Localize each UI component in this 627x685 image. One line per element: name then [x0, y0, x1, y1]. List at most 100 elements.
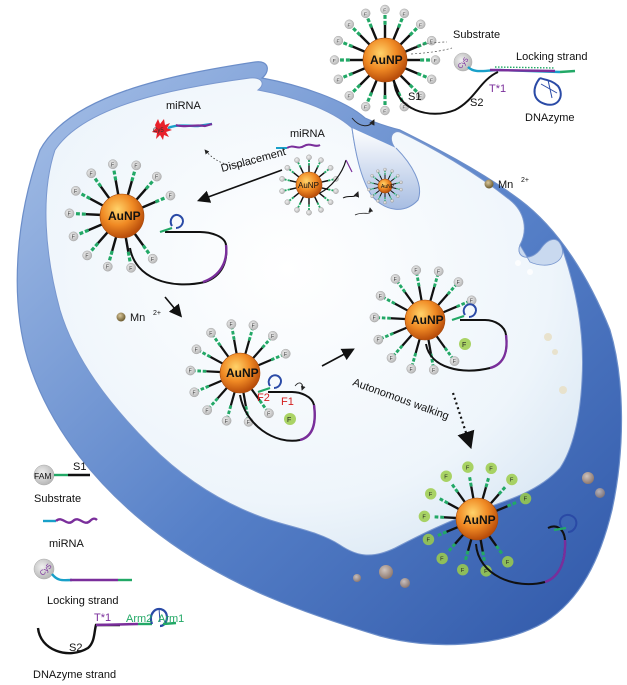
fam-quencher — [191, 344, 202, 355]
fam-quencher — [189, 387, 200, 398]
substrate-spoke — [313, 196, 319, 203]
fam-quencher — [390, 274, 401, 284]
substrate-spoke-tip — [107, 250, 114, 263]
fam-label: F — [74, 189, 77, 195]
dnazyme-label-top: DNAzyme — [525, 112, 575, 124]
substrate-spoke — [387, 192, 391, 197]
substrate-spoke — [250, 388, 261, 402]
fam-quencher — [376, 199, 380, 203]
released-fam — [422, 533, 435, 546]
fam-quencher — [390, 169, 394, 173]
dnazyme-loop-top — [533, 77, 562, 106]
substrate-spoke — [390, 317, 406, 321]
substrate-spoke — [141, 200, 156, 209]
fam-quencher — [333, 74, 344, 85]
substrate-spoke-tip — [382, 331, 394, 340]
substrate-spoke-tip — [372, 192, 377, 196]
fam-quencher — [71, 186, 81, 196]
aunp-label-pocket: AuNP — [381, 184, 395, 190]
substrate-spoke — [429, 286, 436, 302]
substrate-spoke — [289, 179, 297, 183]
released-fam — [418, 510, 431, 523]
fam-quencher — [264, 408, 274, 419]
substrate-spoke-tip — [393, 192, 398, 196]
release-dotted-arrow — [204, 149, 256, 167]
fam-quencher — [449, 356, 460, 366]
released-fam — [485, 462, 497, 475]
fam-quencher — [453, 277, 464, 287]
aunp-label-top: AuNP — [370, 53, 403, 67]
substrate-spoke-tip — [481, 551, 486, 562]
substrate-spoke — [133, 233, 145, 247]
gold-core — [455, 497, 499, 541]
fam-label: F — [403, 105, 406, 111]
substrate-spoke — [379, 192, 383, 197]
legend-dnazyme-strand-label: DNAzyme strand — [33, 669, 116, 681]
substrate-spoke — [490, 493, 500, 505]
substrate-spoke-tip — [395, 187, 400, 190]
uptake-arrow — [351, 117, 375, 127]
fam-quencher — [396, 194, 400, 198]
fam-quencher — [102, 261, 113, 272]
fam-label: F — [89, 171, 92, 177]
substrate-spoke — [229, 391, 236, 406]
substrate-spoke-tip — [432, 275, 439, 288]
fam-quencher — [426, 74, 437, 85]
fam-quencher — [165, 190, 176, 201]
substrate-spoke-tip — [230, 328, 236, 341]
fam-quencher — [202, 405, 212, 415]
fam-quencher — [327, 199, 334, 206]
fam-quencher — [318, 207, 324, 213]
substrate-spoke-tip — [89, 242, 100, 254]
fam-quencher — [279, 188, 285, 194]
substrate-spoke-tip — [408, 26, 419, 37]
fam-quencher — [344, 19, 354, 29]
substrate-spoke — [219, 344, 230, 358]
legend-substrate: FAM S1 Substrate — [33, 461, 90, 505]
cy5-burst — [152, 119, 172, 140]
s1-label-top: S1 — [408, 91, 421, 103]
fam-quencher — [82, 250, 92, 261]
aunp-label-activated: AuNP — [108, 209, 141, 223]
substrate-spoke — [437, 293, 449, 306]
substrate-spoke — [443, 516, 457, 520]
fam-label: F — [409, 367, 412, 373]
fam-label: F — [390, 356, 393, 362]
fam-quencher — [370, 174, 374, 178]
legend-mirna-label: miRNA — [49, 538, 84, 550]
fam-label: F — [129, 266, 132, 272]
fam-label: F — [72, 235, 75, 241]
substrate-spoke — [391, 182, 397, 185]
substrate-spoke — [479, 539, 484, 552]
substrate-spoke-tip — [327, 178, 334, 182]
released-fam-label: F — [510, 478, 514, 484]
fam-quencher — [411, 265, 422, 275]
mn-sup-right: 2+ — [521, 177, 529, 184]
fam-label: F — [414, 268, 417, 274]
fam-label: F — [379, 294, 382, 300]
substrate-spoke-tip — [323, 196, 330, 202]
fam-label: F — [364, 11, 367, 17]
fam-label: F — [434, 58, 437, 64]
released-fam-label: F — [466, 465, 470, 471]
mn-sup-left: 2+ — [153, 310, 161, 317]
fam-quencher — [318, 157, 324, 163]
fam-label: F — [377, 338, 380, 344]
substrate-spoke-tip — [484, 477, 491, 488]
legend-s1-label: S1 — [73, 461, 86, 473]
substrate-spoke-tip — [497, 485, 507, 496]
aunp-label-cleaving: AuNP — [226, 366, 259, 380]
substrate-spoke — [456, 491, 466, 503]
substrate-spoke-tip — [396, 281, 407, 293]
substrate-spoke — [318, 172, 325, 178]
released-fam — [440, 470, 452, 482]
fam-label: F — [470, 298, 473, 304]
fam-quencher — [369, 312, 380, 323]
substrate-spoke-tip — [284, 188, 291, 192]
fam-label: F — [205, 408, 208, 414]
gold-core — [295, 171, 323, 199]
fam-label: F — [453, 359, 456, 365]
s2-strand-top — [393, 71, 499, 115]
fam-quencher — [430, 55, 441, 65]
fam-quencher — [416, 19, 426, 29]
